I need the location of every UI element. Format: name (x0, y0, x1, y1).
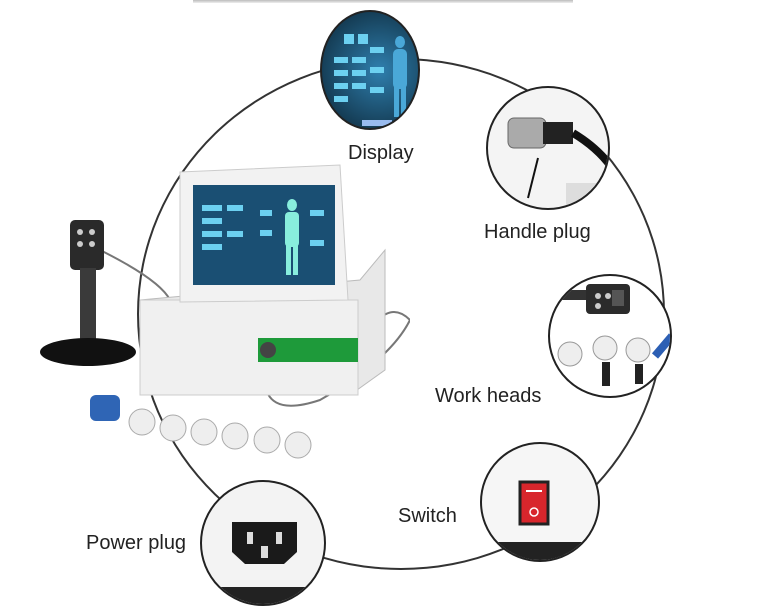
display-inset (320, 10, 420, 130)
shockwave-device-image (40, 164, 410, 459)
label-handle-plug: Handle plug (484, 221, 591, 243)
label-work-heads: Work heads (435, 385, 542, 407)
top-divider (193, 0, 573, 3)
switch-inset (480, 442, 600, 562)
display-screen-image (334, 34, 407, 126)
label-switch: Switch (398, 505, 457, 527)
power-socket-image (202, 522, 324, 604)
label-display: Display (348, 142, 414, 164)
work-heads-image (550, 284, 670, 386)
label-power-plug: Power plug (86, 532, 187, 554)
handle-plug-inset (486, 86, 610, 210)
power-plug-inset (200, 480, 326, 606)
connector-image (507, 117, 608, 208)
switch-image (482, 480, 598, 560)
work-heads-inset (548, 274, 672, 398)
